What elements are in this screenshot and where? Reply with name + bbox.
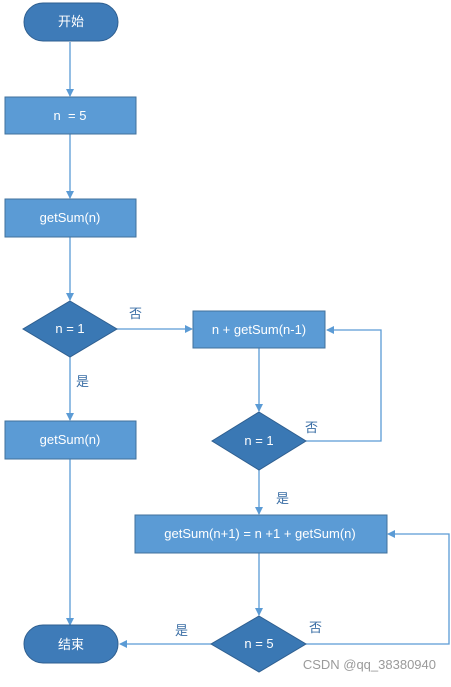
call1-label: getSum(n) (40, 210, 101, 225)
assign-label: n = 5 (54, 108, 87, 123)
yes-label-cond2: 是 (276, 491, 289, 506)
cond1-diamond (22, 300, 118, 358)
start-label: 开始 (58, 14, 84, 29)
yes-label-cond3: 是 (175, 623, 188, 638)
add2-label: getSum(n+1) = n +1 + getSum(n) (164, 526, 356, 541)
watermark: CSDN @qq_38380940 (303, 657, 436, 672)
call2-box (4, 420, 137, 460)
assign-box (4, 96, 137, 135)
cond3-diamond (210, 615, 307, 673)
end-label: 结束 (58, 637, 84, 652)
no-label-cond1: 否 (129, 306, 142, 321)
add2-box (134, 514, 388, 554)
cond2-diamond (211, 411, 307, 471)
add1-label: n + getSum(n-1) (212, 322, 306, 337)
call2-label: getSum(n) (40, 432, 101, 447)
start-terminal (23, 2, 119, 42)
yes-label-cond1: 是 (76, 374, 89, 389)
end-terminal (23, 624, 119, 664)
no-label-cond2: 否 (305, 420, 318, 435)
cond3-label: n = 5 (244, 636, 273, 651)
connector-cond2-loop (306, 326, 382, 442)
cond1-label: n = 1 (55, 321, 84, 336)
connector-cond3-loop (306, 530, 450, 645)
no-label-cond3: 否 (309, 620, 322, 635)
cond2-label: n = 1 (244, 433, 273, 448)
add1-box (192, 310, 326, 349)
call1-box (4, 198, 137, 238)
